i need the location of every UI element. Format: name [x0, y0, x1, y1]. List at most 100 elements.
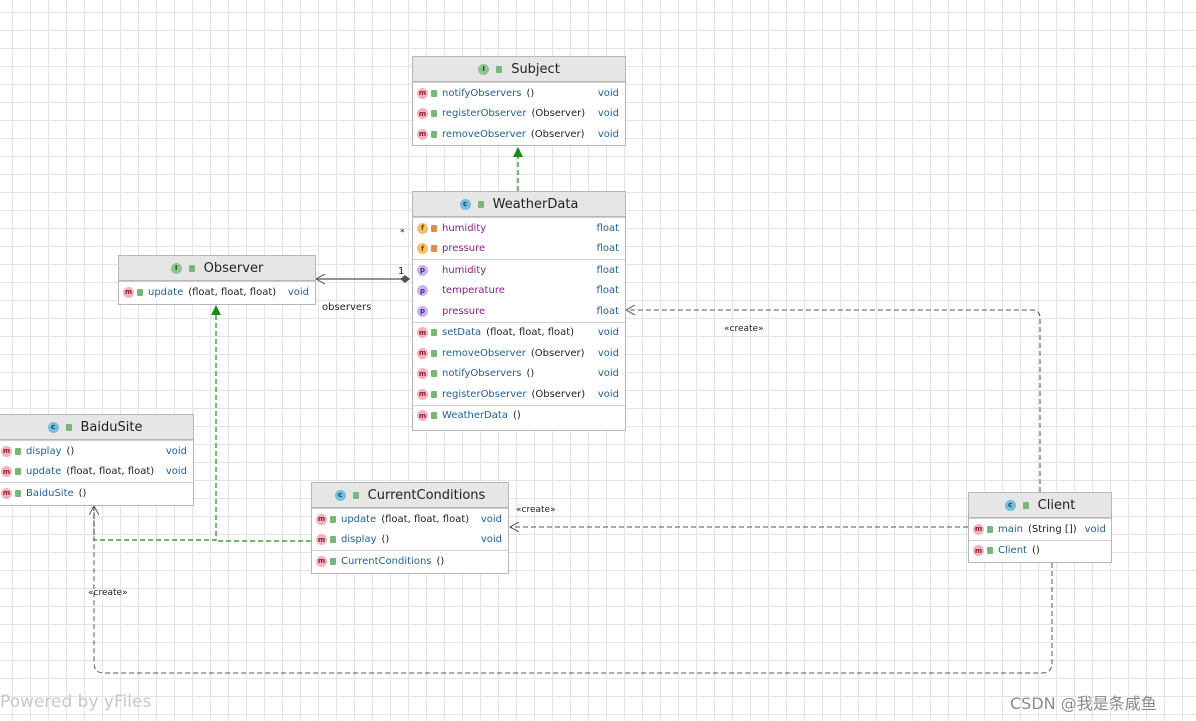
field-row[interactable]: f humidity float: [413, 218, 625, 239]
property-row[interactable]: p humidity float: [413, 260, 625, 281]
method-icon: m: [417, 108, 428, 120]
member-name: update: [148, 286, 184, 298]
private-icon: [431, 245, 437, 253]
multiplicity-one-label: 1: [398, 266, 405, 277]
public-icon: [1022, 501, 1029, 509]
method-row[interactable]: m update (float, float, float) void: [312, 509, 508, 530]
member-type: void: [480, 513, 502, 525]
method-row[interactable]: m update (float, float, float) void: [0, 462, 193, 483]
interface-icon: I: [170, 262, 182, 274]
method-row[interactable]: m update (float, float, float) void: [119, 282, 315, 303]
member-type: void: [480, 534, 502, 546]
method-row[interactable]: m main (String []) void: [969, 519, 1111, 540]
class-currentconditions[interactable]: c CurrentConditions m update (float, flo…: [311, 482, 509, 574]
method-row[interactable]: m display () void: [0, 441, 193, 462]
constructor-row[interactable]: m Client (): [969, 541, 1111, 562]
member-name: removeObserver: [442, 128, 526, 140]
multiplicity-many-label: *: [400, 228, 405, 238]
constructors-section: m CurrentConditions (): [312, 550, 508, 572]
method-icon: m: [316, 555, 327, 567]
methods-section: m main (String []) void: [969, 518, 1111, 540]
class-title: Client: [1037, 497, 1076, 513]
class-header: c BaiduSite: [0, 415, 193, 440]
class-weatherdata[interactable]: c WeatherData f humidity float f pressur…: [412, 191, 626, 431]
csdn-watermark: CSDN @我是条咸鱼: [1010, 694, 1157, 713]
class-subject[interactable]: I Subject m notifyObservers () void m re…: [412, 56, 626, 146]
member-params: (): [1031, 545, 1040, 557]
public-icon: [15, 468, 21, 476]
member-name: humidity: [442, 222, 487, 234]
property-icon: p: [417, 285, 428, 297]
member-name: main: [998, 523, 1023, 535]
methods-section: m update (float, float, float) void: [119, 281, 315, 303]
member-type: void: [597, 108, 619, 120]
public-icon: [431, 329, 437, 337]
public-icon: [431, 412, 437, 420]
property-row[interactable]: p pressure float: [413, 301, 625, 322]
public-icon: [987, 547, 993, 555]
member-params: (): [78, 487, 87, 499]
method-icon: m: [316, 513, 327, 525]
method-icon: m: [973, 523, 984, 535]
member-params: (): [512, 410, 521, 422]
member-params: (): [526, 87, 535, 99]
method-row[interactable]: m notifyObservers () void: [413, 364, 625, 385]
methods-section: m setData (float, float, float) void m r…: [413, 321, 625, 405]
method-row[interactable]: m display () void: [312, 530, 508, 551]
constructor-row[interactable]: m WeatherData (): [413, 406, 625, 427]
member-params: (float, float, float): [188, 286, 277, 298]
class-header: c CurrentConditions: [312, 483, 508, 508]
member-name: temperature: [442, 285, 505, 297]
constructor-row[interactable]: m BaiduSite (): [0, 483, 193, 504]
member-type: void: [597, 128, 619, 140]
class-icon: c: [1004, 499, 1016, 511]
member-params: (float, float, float): [381, 513, 470, 525]
member-type: void: [165, 466, 187, 478]
edge-client-creates-baidusite: [94, 506, 1053, 674]
methods-section: m update (float, float, float) void m di…: [312, 508, 508, 550]
member-name: registerObserver: [442, 388, 527, 400]
public-icon: [431, 349, 437, 357]
class-title: BaiduSite: [80, 419, 143, 435]
member-name: BaiduSite: [26, 487, 74, 499]
create-label-weatherdata: «create»: [724, 324, 764, 334]
class-header: c WeatherData: [413, 192, 625, 217]
member-name: pressure: [442, 243, 486, 255]
member-name: Client: [998, 545, 1027, 557]
member-type: void: [597, 368, 619, 380]
member-type: void: [597, 388, 619, 400]
method-icon: m: [1, 466, 12, 478]
field-row[interactable]: f pressure float: [413, 239, 625, 260]
method-row[interactable]: m setData (float, float, float) void: [413, 323, 625, 344]
public-icon: [431, 110, 437, 118]
class-client[interactable]: c Client m main (String []) void m Clien…: [968, 492, 1112, 563]
method-row[interactable]: m removeObserver (Observer) void: [413, 124, 625, 145]
class-title: Subject: [511, 61, 560, 77]
property-icon: p: [417, 305, 428, 317]
method-row[interactable]: m removeObserver (Observer) void: [413, 343, 625, 364]
public-icon: [431, 390, 437, 398]
method-row[interactable]: m registerObserver (Observer) void: [413, 104, 625, 125]
constructor-row[interactable]: m CurrentConditions (): [312, 551, 508, 572]
method-icon: m: [1, 445, 12, 457]
role-label: observers: [322, 302, 372, 313]
member-params: (): [436, 555, 445, 567]
member-type: void: [287, 286, 309, 298]
member-params: (Observer): [531, 108, 586, 120]
public-icon: [15, 489, 21, 497]
public-icon: [65, 423, 72, 431]
method-row[interactable]: m registerObserver (Observer) void: [413, 384, 625, 405]
member-params: (): [526, 368, 535, 380]
class-title: WeatherData: [492, 196, 579, 212]
class-baidusite[interactable]: c BaiduSite m display () void m update (…: [0, 414, 194, 506]
class-observer[interactable]: I Observer m update (float, float, float…: [118, 255, 316, 305]
member-params: (): [66, 445, 75, 457]
constructors-section: m BaiduSite (): [0, 482, 193, 504]
member-params: (Observer): [531, 388, 586, 400]
class-header: I Observer: [119, 256, 315, 281]
method-icon: m: [417, 347, 428, 359]
member-params: (): [381, 534, 390, 546]
field-icon: f: [417, 222, 428, 234]
property-row[interactable]: p temperature float: [413, 281, 625, 302]
method-row[interactable]: m notifyObservers () void: [413, 83, 625, 104]
